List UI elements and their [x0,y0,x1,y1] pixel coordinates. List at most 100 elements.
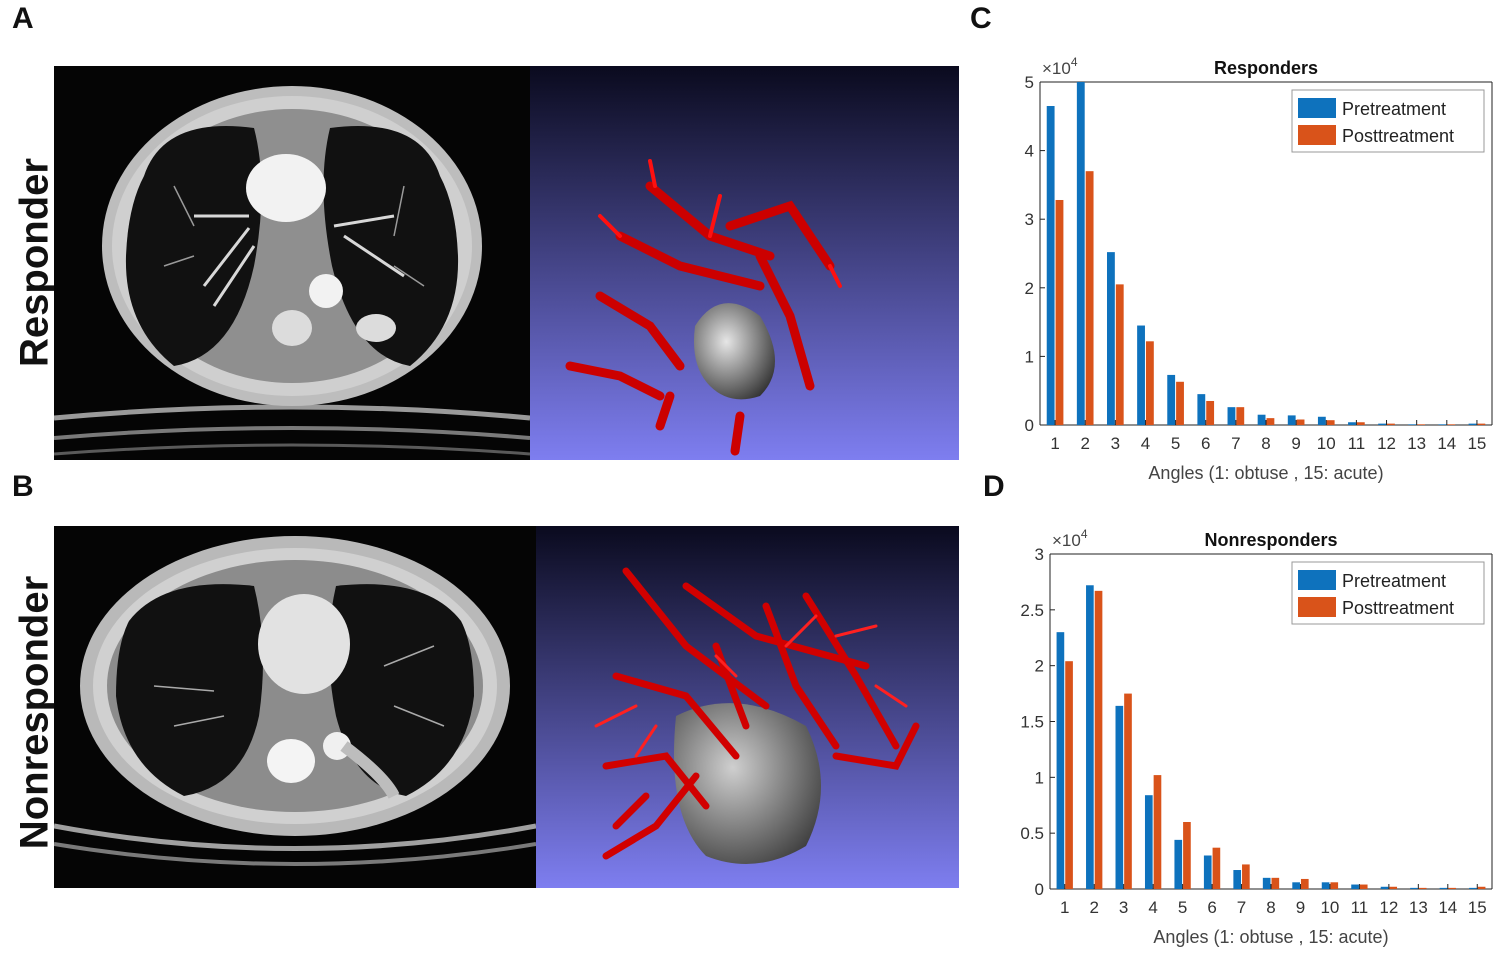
x-tick-label: 15 [1467,434,1486,453]
x-tick-label: 11 [1351,898,1369,917]
bar-posttreatment [1115,284,1124,425]
bar-pretreatment [1292,882,1300,889]
bar-pretreatment [1174,839,1183,889]
x-tick-label: 4 [1148,898,1157,917]
bar-pretreatment [1410,887,1418,889]
x-tick-label: 2 [1089,898,1098,917]
x-tick-label: 8 [1261,434,1270,453]
legend-swatch-posttreatment [1298,597,1336,617]
bar-posttreatment [1477,886,1486,889]
x-tick-label: 12 [1377,434,1396,453]
bar-posttreatment [1387,423,1395,425]
bar-pretreatment [1227,407,1236,425]
axis-exponent: ×104 [1042,55,1078,78]
x-tick-label: 10 [1317,434,1336,453]
bar-pretreatment [1348,422,1356,425]
bar-pretreatment [1203,855,1212,889]
y-tick-label: 3 [1025,210,1034,229]
bar-posttreatment [1418,887,1427,889]
x-tick-label: 14 [1437,434,1456,453]
bar-pretreatment [1469,887,1477,889]
x-tick-label: 7 [1231,434,1240,453]
vessel-render-nonresponder-drawing [536,526,959,888]
legend-swatch-posttreatment [1298,125,1336,145]
bar-pretreatment [1262,877,1271,889]
bar-posttreatment [1055,199,1064,425]
bar-pretreatment [1380,886,1389,889]
bar-posttreatment [1356,422,1365,425]
bar-posttreatment [1242,864,1250,889]
x-tick-label: 2 [1080,434,1089,453]
y-tick-label: 4 [1025,142,1034,161]
bar-posttreatment [1153,775,1162,889]
y-tick-label: 1.5 [1020,713,1044,732]
bar-pretreatment [1144,795,1153,889]
vessel-render-nonresponder [536,526,959,888]
bar-pretreatment [1321,882,1330,889]
bar-posttreatment [1212,847,1221,889]
bar-pretreatment [1046,106,1055,425]
x-tick-label: 6 [1207,898,1216,917]
chart-title: Nonresponders [1204,530,1337,550]
bar-pretreatment [1317,416,1326,425]
bar-pretreatment [1167,374,1176,425]
bar-pretreatment [1439,887,1448,889]
x-tick-label: 11 [1348,434,1366,453]
x-tick-label: 9 [1296,898,1305,917]
x-axis-label: Angles (1: obtuse , 15: acute) [1153,927,1388,947]
x-tick-label: 14 [1438,898,1457,917]
bar-posttreatment [1389,886,1398,889]
bar-pretreatment [1056,632,1065,889]
bar-pretreatment [1137,325,1145,425]
bar-pretreatment [1197,394,1206,425]
bar-posttreatment [1124,693,1132,889]
ct-scan-nonresponder-drawing [54,526,536,888]
legend-label-posttreatment: Posttreatment [1342,598,1454,618]
bar-posttreatment [1266,418,1275,425]
bar-posttreatment [1448,887,1456,889]
bar-pretreatment [1076,82,1085,425]
bar-pretreatment [1438,424,1447,425]
bar-posttreatment [1085,171,1094,425]
x-tick-label: 1 [1060,898,1069,917]
y-tick-label: 2.5 [1020,601,1044,620]
x-tick-label: 13 [1407,434,1426,453]
y-tick-label: 0.5 [1020,824,1044,843]
bar-posttreatment [1065,661,1073,889]
y-tick-label: 0 [1025,416,1034,435]
bar-pretreatment [1257,414,1266,425]
row-label-nonresponder: Nonresponder [12,575,57,850]
y-tick-label: 1 [1025,347,1034,366]
chart-title: Responders [1214,58,1318,78]
x-tick-label: 3 [1111,434,1120,453]
bar-posttreatment [1145,341,1154,425]
panel-letter-d: D [983,470,1005,503]
bar-posttreatment [1176,381,1184,425]
bar-pretreatment [1351,884,1359,889]
bar-posttreatment [1206,400,1215,425]
row-label-responder: Responder [12,158,57,367]
vessel-render-responder-drawing [530,66,959,460]
axis-exponent-power: 4 [1081,527,1088,541]
bar-posttreatment [1271,877,1280,889]
bar-posttreatment [1359,884,1368,889]
x-tick-label: 1 [1050,434,1059,453]
panel-letter-a: A [12,2,34,35]
bar-posttreatment [1417,424,1426,425]
legend-label-pretreatment: Pretreatment [1342,99,1446,119]
ct-scan-responder [54,66,530,460]
bar-pretreatment [1468,423,1477,425]
bar-posttreatment [1330,882,1339,889]
y-tick-label: 3 [1035,545,1044,564]
legend-swatch-pretreatment [1298,570,1336,590]
y-tick-label: 0 [1035,880,1044,899]
bar-pretreatment [1378,423,1387,425]
ct-scan-responder-drawing [54,66,530,460]
bar-posttreatment [1183,822,1191,889]
x-tick-label: 10 [1320,898,1339,917]
bar-posttreatment [1094,590,1103,889]
